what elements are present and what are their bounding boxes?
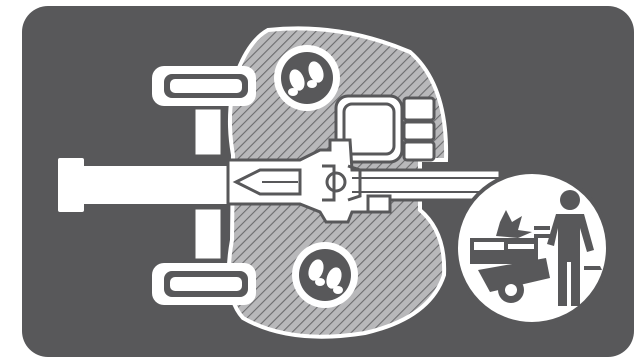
footprints-icon xyxy=(274,45,340,111)
footprints-icon xyxy=(292,242,358,308)
wheel-top xyxy=(152,66,256,158)
wheel-bottom xyxy=(152,206,256,305)
splitter-beam xyxy=(226,138,502,224)
tow-hitch xyxy=(58,158,240,212)
engine xyxy=(334,94,436,164)
operator-warning-icon xyxy=(454,170,610,326)
